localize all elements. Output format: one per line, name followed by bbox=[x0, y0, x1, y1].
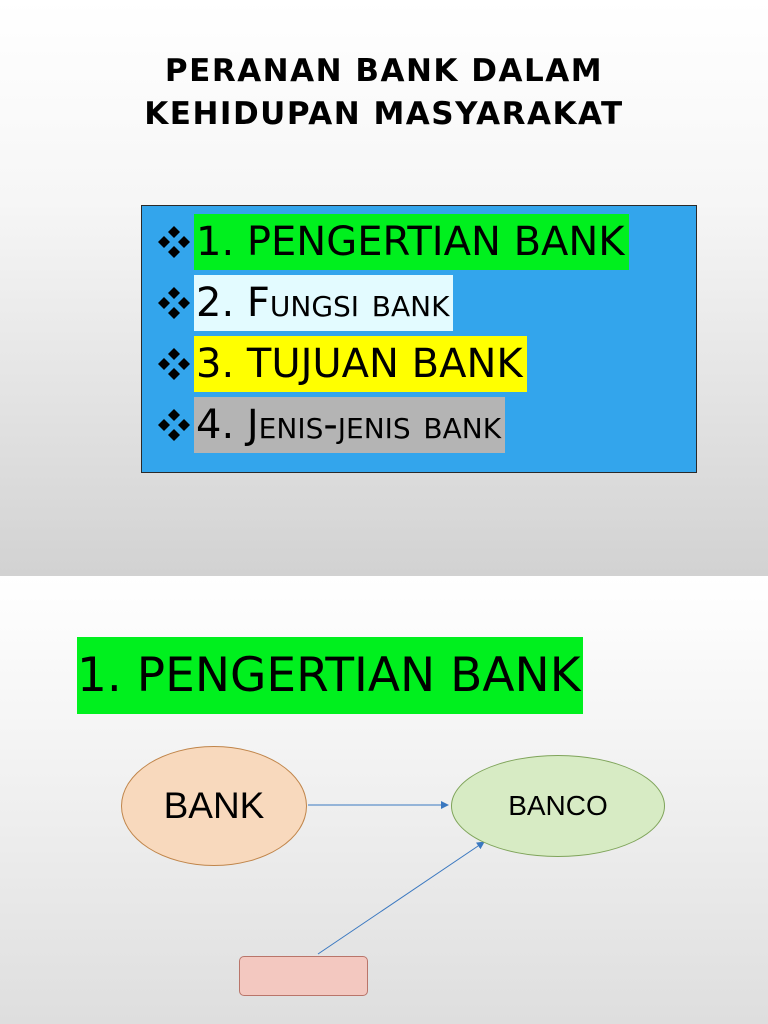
diamond-bullet-icon bbox=[158, 287, 190, 319]
topic-label-1: 1. PENGERTIAN BANK bbox=[194, 214, 629, 270]
diamond-bullet-icon bbox=[158, 409, 190, 441]
diamond-bullet-icon bbox=[158, 348, 190, 380]
title-line-1: PERANAN BANK DALAM bbox=[164, 53, 604, 89]
topic-item-3: 3. TUJUAN BANK bbox=[154, 336, 527, 392]
arrow-box-to-banco bbox=[317, 841, 485, 955]
slide-title: PERANAN BANK DALAM KEHIDUPAN MASYARAKAT bbox=[0, 50, 768, 136]
topic-item-2: 2. Fungsi bank bbox=[154, 275, 454, 331]
topics-box: 1. PENGERTIAN BANK 2. Fungsi bank 3. TUJ… bbox=[141, 205, 697, 473]
slide-1: PERANAN BANK DALAM KEHIDUPAN MASYARAKAT … bbox=[0, 0, 768, 576]
topic-label-3: 3. TUJUAN BANK bbox=[194, 336, 527, 392]
origin-box bbox=[239, 956, 368, 996]
bank-node-label: BANK bbox=[163, 785, 265, 826]
banco-node: BANCO bbox=[451, 755, 665, 857]
topic-label-2: 2. Fungsi bank bbox=[194, 275, 454, 331]
title-line-2: KEHIDUPAN MASYARAKAT bbox=[144, 96, 624, 132]
slide-2: 1. PENGERTIAN BANK BANK BANCO bbox=[0, 576, 768, 1024]
topic-label-4: 4. Jenis-jenis bank bbox=[194, 397, 506, 453]
bank-node: BANK bbox=[121, 746, 307, 866]
topic-item-1: 1. PENGERTIAN BANK bbox=[154, 214, 629, 270]
topic-item-4: 4. Jenis-jenis bank bbox=[154, 397, 506, 453]
banco-node-label: BANCO bbox=[508, 790, 608, 821]
diamond-bullet-icon bbox=[158, 226, 190, 258]
diagram-arrows bbox=[308, 801, 485, 955]
section-heading: 1. PENGERTIAN BANK bbox=[77, 637, 583, 714]
